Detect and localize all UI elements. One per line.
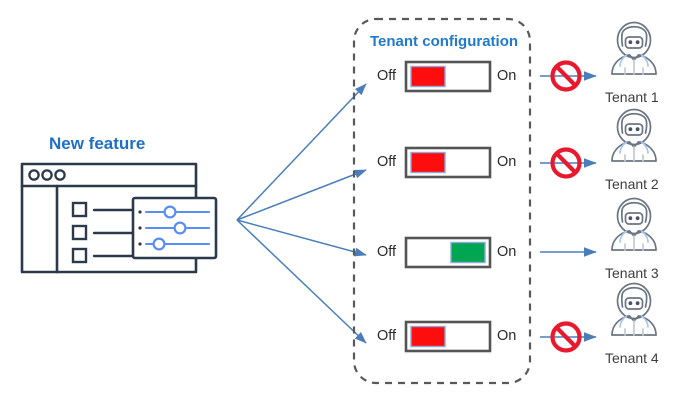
page-title: New feature — [49, 134, 146, 153]
on-label-row-1: On — [497, 68, 517, 84]
slider-bullet-2 — [138, 226, 142, 230]
person-icon — [611, 21, 657, 75]
off-label-row-2: Off — [377, 154, 397, 170]
prohibition-icon — [550, 147, 582, 179]
fanout-arrows — [236, 83, 367, 344]
person-icon — [611, 108, 657, 162]
toggle-row-1[interactable] — [404, 60, 492, 93]
tenant-config-container — [352, 17, 532, 385]
on-label-row-3: On — [497, 244, 517, 260]
fanout-arrow-1 — [236, 83, 367, 221]
tenant-label-3: Tenant 3 — [605, 265, 659, 281]
tenant-label-4: Tenant 4 — [605, 350, 659, 366]
toggle-row-2[interactable] — [404, 146, 492, 179]
slider-bullet-1 — [138, 210, 142, 214]
slider-knob-1 — [163, 205, 177, 219]
checkbox-row-1 — [71, 201, 88, 218]
delivery-arrows — [540, 71, 597, 342]
fanout-arrow-3 — [236, 219, 367, 257]
toggle-row-4[interactable] — [404, 320, 492, 353]
tenant-config-title: Tenant configuration — [370, 33, 519, 50]
prohibition-icon — [550, 321, 582, 353]
sliders-panel-icon — [131, 196, 218, 260]
on-label-row-4: On — [497, 328, 517, 344]
fanout-arrow-4 — [236, 219, 367, 344]
checkbox-row-2 — [71, 224, 88, 241]
off-label-row-4: Off — [377, 328, 397, 344]
person-icon — [611, 197, 657, 251]
slider-bullet-3 — [138, 242, 142, 246]
slider-knob-3 — [152, 237, 166, 251]
toggle-row-3[interactable] — [404, 236, 492, 269]
on-label-row-2: On — [497, 154, 517, 170]
person-icon — [611, 282, 657, 336]
tenant-label-2: Tenant 2 — [605, 176, 659, 192]
fanout-arrow-2 — [236, 169, 367, 221]
checkbox-list — [71, 201, 134, 264]
off-label-row-3: Off — [377, 244, 397, 260]
off-label-row-1: Off — [377, 68, 397, 84]
prohibition-icon — [550, 60, 582, 92]
browser-window-icon — [20, 162, 198, 274]
tenant-label-1: Tenant 1 — [605, 89, 659, 105]
checkbox-row-3 — [71, 247, 88, 264]
slider-knob-2 — [173, 221, 187, 235]
